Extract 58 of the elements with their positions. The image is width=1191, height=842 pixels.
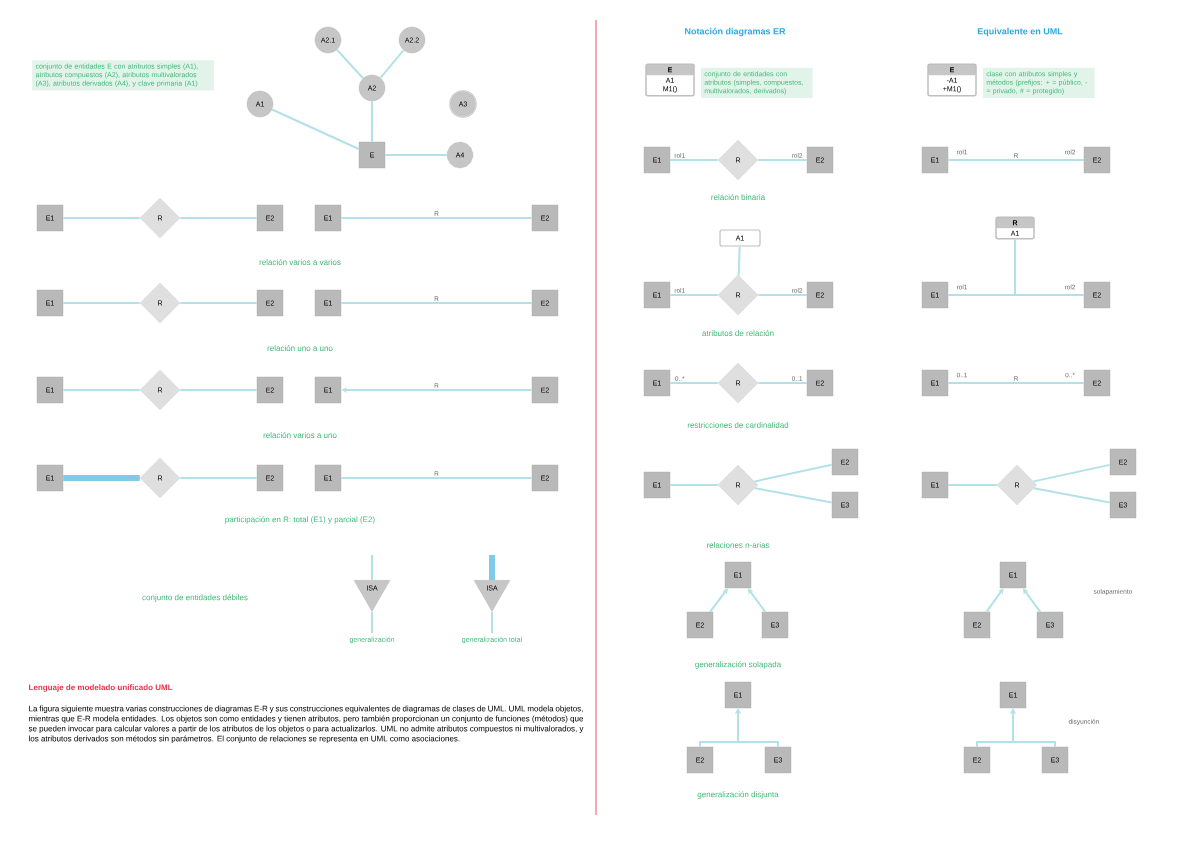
connector-line <box>947 294 1085 296</box>
connector-line <box>371 100 373 143</box>
connector-line <box>753 463 833 483</box>
connector-line <box>62 217 141 219</box>
connector-line <box>947 159 1085 161</box>
connector-line <box>371 610 373 635</box>
connector-line <box>757 294 808 296</box>
connector-line <box>669 159 719 161</box>
connector-line <box>271 108 360 150</box>
connector-line <box>747 588 767 613</box>
connector-line <box>62 389 141 391</box>
connector-line <box>491 610 493 635</box>
connector-line <box>489 555 495 581</box>
connector-line <box>340 477 533 479</box>
caption-text: relación varios a varios <box>259 259 341 265</box>
connector-line <box>734 708 779 748</box>
connector-line <box>1022 588 1042 613</box>
connector-line <box>63 475 140 481</box>
connector-line <box>757 382 808 384</box>
caption-text: generalización disjunta <box>697 791 779 799</box>
connector-line <box>709 588 728 613</box>
caption-text: restricciones de cardinalidad <box>687 422 789 428</box>
connector-line <box>179 477 258 479</box>
connector-line <box>384 154 448 156</box>
connector-line <box>757 159 808 161</box>
connector-line <box>335 48 365 80</box>
connector-line <box>669 382 719 384</box>
caption-text: atributos de relación <box>702 330 774 336</box>
connector-line <box>754 487 833 504</box>
caption-text: generalización solapada <box>695 661 782 669</box>
connector-line <box>379 49 405 79</box>
section-heading: Lenguaje de modelado unificado UML <box>29 684 173 692</box>
caption-text: relación binaria <box>711 194 766 200</box>
connector-line <box>669 484 719 486</box>
paragraph: La figura siguiente muestra varias construcciones de diagramas E-R y sus construcciones equivalentes de diagramas de clases de UML. UML modela objetos, mientras que E-R modela entidades. Los objetos son como entidades y tienen atributos, pero también proporcionan un conjunto de funciones (métodos) que se pueden invocar para calcular valores a partir de los atributos de los objetos o para actualizarlos. UML no admite atributos compuestos ni multivalorados, y los atributos derivados son métodos sin parámetros. El conjunto de relaciones se representa en UML como asociaciones. <box>28 705 584 743</box>
connector-line <box>1032 463 1111 483</box>
connector-line <box>737 245 741 277</box>
connector-line <box>947 484 998 486</box>
column-heading: Equivalente en UML <box>977 27 1063 37</box>
connector-line <box>62 302 141 304</box>
connector-line <box>985 588 1004 613</box>
caption-text: relación uno a uno <box>267 345 333 351</box>
caption-text: relaciones n-arias <box>706 542 770 548</box>
connector-line <box>947 382 1085 384</box>
connector-line <box>179 389 258 391</box>
connector-line <box>340 217 533 219</box>
column-heading: Notación diagramas ER <box>685 27 786 37</box>
caption-text: relación varios a uno <box>263 432 337 438</box>
connector-line <box>1033 487 1111 504</box>
connector-line <box>340 302 533 304</box>
connector-line <box>179 302 258 304</box>
connector-line <box>669 294 719 296</box>
connector-line <box>179 217 258 219</box>
caption-text: conjunto de entidades débiles <box>142 594 248 602</box>
connector-line <box>1014 238 1016 296</box>
caption-text: participación en R: total (E1) y parcial (E2) <box>225 516 375 524</box>
connector-line <box>1009 708 1056 748</box>
connector-line <box>371 554 373 582</box>
